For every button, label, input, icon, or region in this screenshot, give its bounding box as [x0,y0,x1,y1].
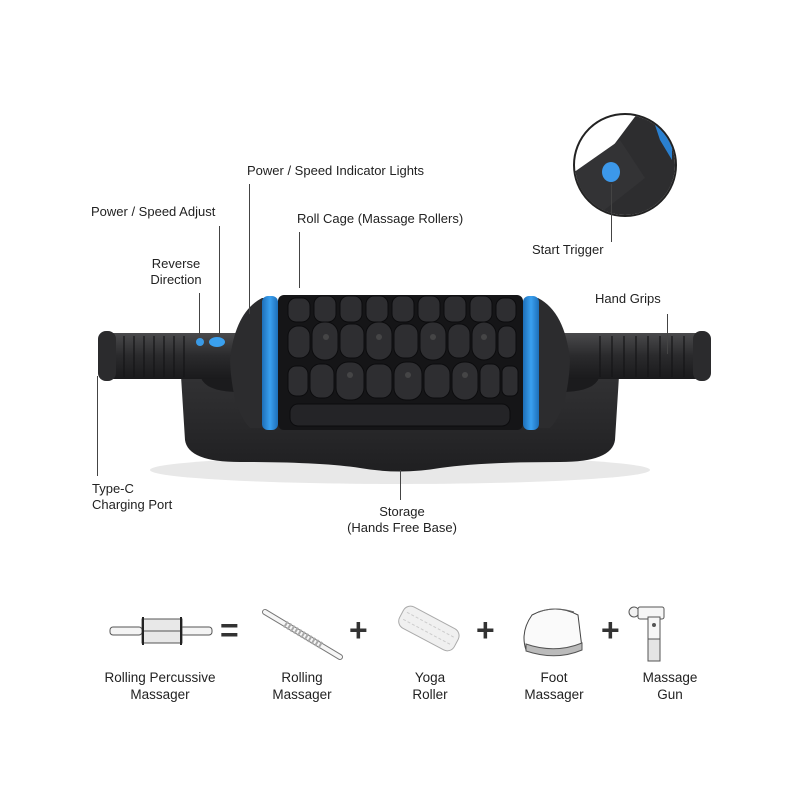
plus-sign-1: + [349,612,368,648]
item-label-line2: Massager [524,687,584,702]
left-hand-grip [98,331,258,381]
label-reverse-line2: Direction [150,272,202,287]
label-typec-line1: Type-C [92,481,134,496]
rolling-percussive-massager-icon [109,617,213,645]
item-label-line1: Rolling [281,670,323,685]
roll-cage [278,295,523,430]
label-typec-port: Type-C Charging Port [92,481,172,513]
label-start-trigger: Start Trigger [532,242,604,257]
callout-line-typec [97,376,98,476]
equation-item-foot-massager: Foot Massager [514,669,594,703]
plus-sign-3: + [601,612,620,648]
item-label-line1: Rolling Percussive [104,670,216,685]
item-label-line1: Foot [540,670,568,685]
reverse-button [196,338,204,346]
label-storage-line2: (Hands Free Base) [347,520,457,535]
callout-line-reverse [199,293,200,336]
equation-item-rolling-percussive: Rolling Percussive Massager [94,669,226,703]
equation-item-rolling-massager: Rolling Massager [262,669,342,703]
callout-line-hand-grips [667,314,668,354]
item-label-line1: Massage [642,670,698,685]
item-label-line1: Yoga [414,670,446,685]
massage-gun-icon [628,606,665,662]
label-indicator-lights: Power / Speed Indicator Lights [247,163,425,178]
item-label-line2: Roller [412,687,448,702]
label-reverse-direction: Reverse Direction [146,256,206,288]
label-roll-cage: Roll Cage (Massage Rollers) [297,211,464,226]
callout-line-speed-adjust [219,226,220,336]
equation-item-yoga-roller: Yoga Roller [400,669,460,703]
start-trigger-inset [573,113,677,217]
callout-line-roll-cage [299,232,300,288]
plus-sign-2: + [476,612,495,648]
left-blue-ring [262,296,278,430]
label-hand-grips: Hand Grips [595,291,661,306]
callout-line-storage [400,470,401,500]
yoga-roller-icon [398,605,460,652]
callout-line-start-trigger [611,184,612,242]
equation-icons [109,605,665,662]
label-speed-adjust: Power / Speed Adjust [91,204,216,219]
item-label-line2: Gun [657,687,683,702]
right-blue-ring [523,296,539,430]
foot-massager-icon [523,608,583,657]
rolling-massager-icon [262,609,343,660]
item-label-line2: Massager [272,687,332,702]
equation-item-massage-gun: Massage Gun [630,669,710,703]
speed-button [209,337,225,347]
label-reverse-line1: Reverse [151,256,201,271]
label-typec-line2: Charging Port [92,497,173,512]
item-label-line2: Massager [130,687,190,702]
equals-sign: = [220,612,239,648]
callout-line-indicator-lights [249,184,250,314]
label-storage: Storage (Hands Free Base) [340,504,464,536]
label-storage-line1: Storage [379,504,425,519]
